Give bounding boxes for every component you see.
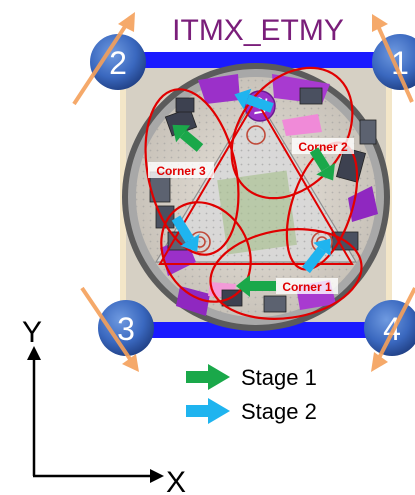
badge-2: 2 [90, 34, 146, 90]
corner2-label: Corner 2 [298, 140, 348, 154]
badge-3-number: 3 [117, 311, 135, 347]
x-axis-arrowhead [150, 469, 164, 483]
corner1-label: Corner 1 [282, 280, 332, 294]
mechanical-cluster [149, 87, 377, 313]
stage2-arrows [171, 88, 331, 274]
corner-ellipse [144, 88, 240, 256]
legend-stage2-label: Stage 2 [241, 399, 317, 424]
equipment-pink [282, 114, 322, 136]
corner3-label: Corner 3 [156, 164, 206, 178]
corner-label-bg [148, 162, 214, 178]
orange-arrow-1 [372, 14, 414, 103]
orange-corner-arrows [72, 12, 415, 372]
y-axis-label: Y [22, 316, 42, 349]
stage1-arrow [309, 147, 335, 181]
orange-arrow-4 [371, 287, 415, 372]
stage1-arrows [172, 124, 335, 297]
coordinate-axes: Y X [22, 316, 186, 495]
legend: Stage 1 Stage 2 [186, 364, 317, 424]
corner-ellipse [160, 201, 252, 303]
corner-label-bg [276, 278, 338, 294]
x-axis-label: X [166, 466, 186, 495]
equipment-block [198, 74, 240, 104]
stage1-arrow [172, 124, 204, 152]
badge-2-number: 2 [109, 45, 127, 81]
corner-ellipse [209, 228, 363, 320]
legend-stage1-label: Stage 1 [241, 365, 317, 390]
corner-label-bg [292, 138, 354, 154]
orange-arrow-3 [80, 286, 139, 372]
stage2-arrow [171, 215, 200, 252]
legend-stage1-arrow [186, 364, 230, 390]
center-plate [217, 170, 297, 255]
legend-stage2-arrow [186, 398, 230, 424]
y-axis-arrowhead [27, 346, 41, 360]
red-triangle [158, 98, 354, 265]
orange-arrow-2 [72, 12, 135, 106]
frame-bar-top [128, 52, 398, 68]
stage2-arrow [302, 238, 331, 274]
badge-1-number: 1 [391, 45, 409, 81]
page-title: ITMX_ETMY [172, 14, 344, 47]
stage2-arrow [234, 88, 274, 113]
badge-3: 3 [98, 300, 154, 356]
stage1-arrow [236, 275, 276, 297]
equipment-block [176, 286, 210, 316]
